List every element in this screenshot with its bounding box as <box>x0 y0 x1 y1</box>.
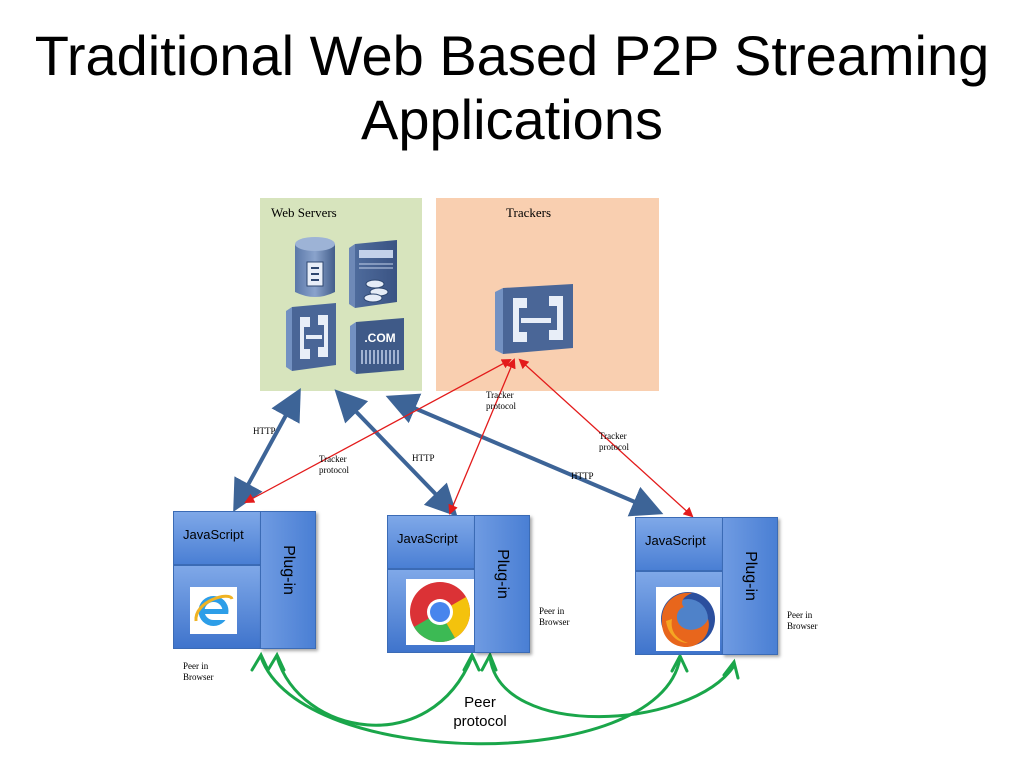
peer-arrow-head-1 <box>266 651 286 672</box>
tracker-arrows <box>244 358 694 518</box>
browser-chrome: JavaScript Plug-in <box>387 515 530 655</box>
peer-arrow-chrome-firefox <box>488 655 736 718</box>
tracker-arrow-2 <box>448 358 516 515</box>
trackers-label: Trackers <box>506 205 552 220</box>
http-arrow-1 <box>233 387 301 513</box>
plugin-box: Plug-in <box>474 515 530 653</box>
internet-explorer-icon <box>190 587 237 634</box>
peer-arrow-head-4 <box>670 652 689 673</box>
switch-server-icon <box>286 303 336 371</box>
plugin-box: Plug-in <box>722 517 778 655</box>
database-server-icon <box>295 237 335 297</box>
http-arrow-2 <box>334 389 458 517</box>
chrome-icon <box>406 579 474 645</box>
plugin-box: Plug-in <box>260 511 316 649</box>
http-label-2: HTTP <box>412 453 435 463</box>
web-servers-label: Web Servers <box>271 205 337 220</box>
tracker-server-icon <box>495 284 573 354</box>
tracker-arrow-3 <box>518 358 694 518</box>
browser-ie: JavaScript Plug-in <box>173 511 316 651</box>
javascript-box: JavaScript <box>173 511 262 565</box>
http-arrows <box>233 387 664 517</box>
peer-arrow-head-3 <box>250 651 270 672</box>
http-label-1: HTTP <box>253 426 276 436</box>
peer-arrow-head-2 <box>462 651 481 672</box>
browser-firefox: JavaScript Plug-in <box>635 517 778 657</box>
storage-server-icon <box>349 240 397 308</box>
peer-arrow-head-5 <box>480 651 498 672</box>
http-label-3: HTTP <box>571 471 594 481</box>
peer-arrow-head-6 <box>722 658 740 680</box>
javascript-box: JavaScript <box>635 517 724 571</box>
javascript-box: JavaScript <box>387 515 476 569</box>
peer-arrow-ie-firefox <box>259 655 682 746</box>
peer-arrows <box>250 651 740 746</box>
firefox-icon <box>656 587 720 651</box>
dotcom-label: .COM <box>364 331 395 345</box>
peer-arrow-ie-chrome <box>275 655 474 727</box>
page-title: Traditional Web Based P2P Streaming Appl… <box>34 24 990 151</box>
